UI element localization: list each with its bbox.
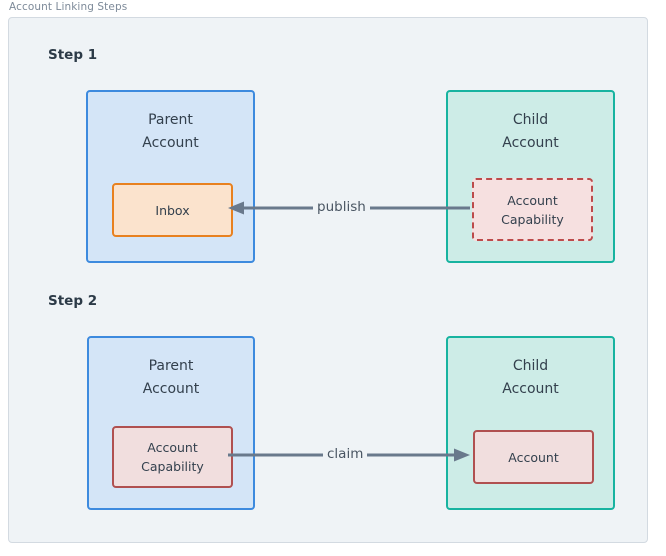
publish-edge-label: publish — [313, 199, 370, 215]
claim-arrow-head — [454, 448, 470, 462]
step-1-parent-account-title: Parent Account — [142, 112, 199, 151]
step-1-child-account-title: Child Account — [502, 112, 559, 151]
step-1-account-capability-box[interactable]: Account Capability — [472, 178, 593, 241]
step-1-label: Step 1 — [48, 47, 98, 63]
step-2-child-account-title: Child Account — [502, 358, 559, 397]
diagram-title: Account Linking Steps — [9, 1, 128, 13]
step-1-inbox-box[interactable]: Inbox — [112, 183, 233, 237]
step-2-label: Step 2 — [48, 293, 98, 309]
step-1-parent-account-box[interactable]: Parent Account Inbox — [86, 90, 255, 263]
publish-arrow-head — [228, 201, 244, 215]
step-2-parent-account-box[interactable]: Parent Account Account Capability — [87, 336, 255, 510]
step-1-child-account-box[interactable]: Child Account Account Capability — [446, 90, 615, 263]
step-2-account-capability-box[interactable]: Account Capability — [112, 426, 233, 488]
step-2-parent-account-title: Parent Account — [142, 358, 200, 397]
step-2-child-account-box[interactable]: Child Account Account — [446, 336, 615, 510]
step-2-account-box[interactable]: Account — [473, 430, 594, 484]
claim-edge-label: claim — [323, 446, 368, 462]
